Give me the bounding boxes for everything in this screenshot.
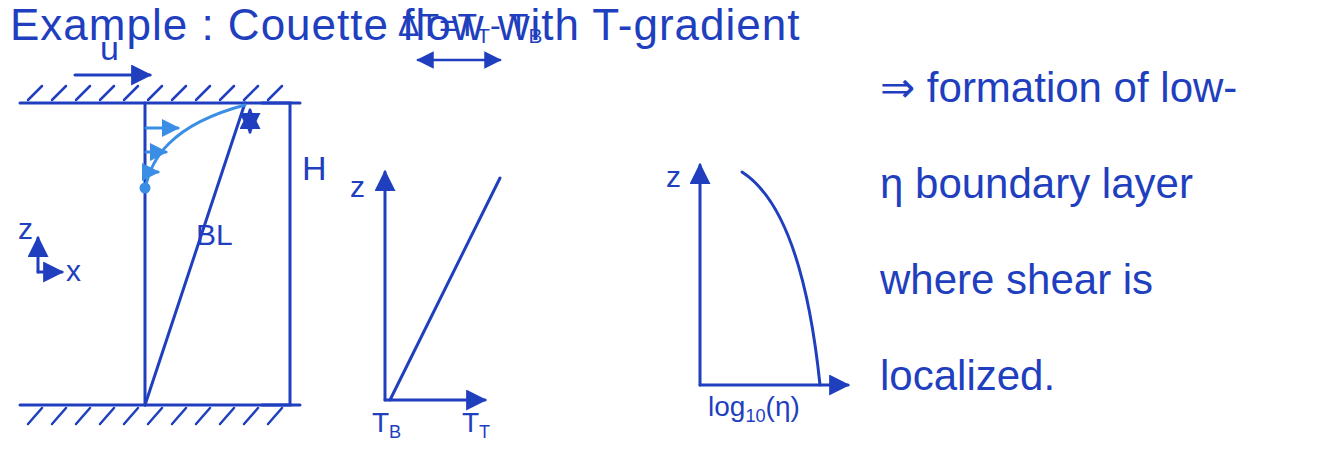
subscript: T [477,24,490,47]
hatch-stroke [268,86,282,100]
linear-profile [145,103,245,405]
label-group: z [18,212,33,245]
hatch-stroke [76,408,90,424]
label-group: z [666,160,681,193]
delta-t-arrow [418,59,500,62]
hatch-stroke [268,408,282,424]
label: ⇒ formation of low-η boundary layer wher… [880,64,1237,399]
label-group: x [66,254,81,287]
label-group: TT [462,408,490,442]
subscript: B [389,422,401,442]
profile-dot [141,184,149,192]
subscript: T [479,422,490,442]
hatch-stroke [124,408,138,424]
label: - T [490,7,529,43]
boundary-layer-profile [145,105,245,190]
label-group: z [350,170,365,203]
label: z [350,170,365,203]
hatch-stroke [220,86,234,100]
z-axis [37,238,40,272]
label: log [708,391,745,422]
label-group: log10(η) [708,392,800,426]
hatch-stroke [244,86,258,100]
velocity-vector [146,127,178,130]
hatch-stroke [172,86,186,100]
label: T [462,407,479,438]
hatch-stroke [28,86,42,100]
label-group: ΔT=TT- TB [398,8,542,48]
temperature-profile [390,178,500,400]
label: x [66,254,81,287]
label-group: ⇒ formation of low-η boundary layer wher… [880,40,1260,424]
label-group: BL [196,218,233,251]
label: z [18,212,33,245]
label-group: H [302,150,327,187]
hatch-stroke [52,86,66,100]
hatch-stroke [172,408,186,424]
height-bracket [262,103,290,405]
hatch-stroke [28,408,42,424]
hatch-stroke [52,408,66,424]
label: z [666,160,681,193]
hatch-stroke [196,86,210,100]
hatch-stroke [124,86,138,100]
hatch-stroke [76,86,90,100]
plate-hatching [28,86,282,424]
eta-plot-axis [700,384,848,387]
subscript: B [528,24,542,47]
hatch-stroke [100,86,114,100]
subscript: 10 [745,406,765,426]
hatch-stroke [100,408,114,424]
velocity-arrow [75,74,150,77]
x-axis [38,271,62,274]
profile-axis [144,103,147,405]
t-plot-t-axis [385,399,485,402]
velocity-vector [146,171,158,174]
hatch-stroke [148,86,162,100]
velocity-vector [146,151,166,154]
eta-plot-z-axis [699,165,702,385]
label: H [302,149,327,187]
t-plot-z-axis [384,172,387,400]
viscosity-profile [742,172,820,385]
label-group: u [100,30,119,67]
hatch-stroke [244,408,258,424]
hatch-stroke [220,408,234,424]
bottom-plate [20,404,300,407]
label: ΔT=T [398,7,477,43]
hatch-stroke [196,408,210,424]
label: (η) [766,391,800,422]
top-plate [20,102,300,105]
label-group: TB [372,408,401,442]
bl-arrow [249,110,252,132]
label: u [100,29,119,67]
label: T [372,407,389,438]
label: BL [196,218,233,251]
hatch-stroke [148,408,162,424]
